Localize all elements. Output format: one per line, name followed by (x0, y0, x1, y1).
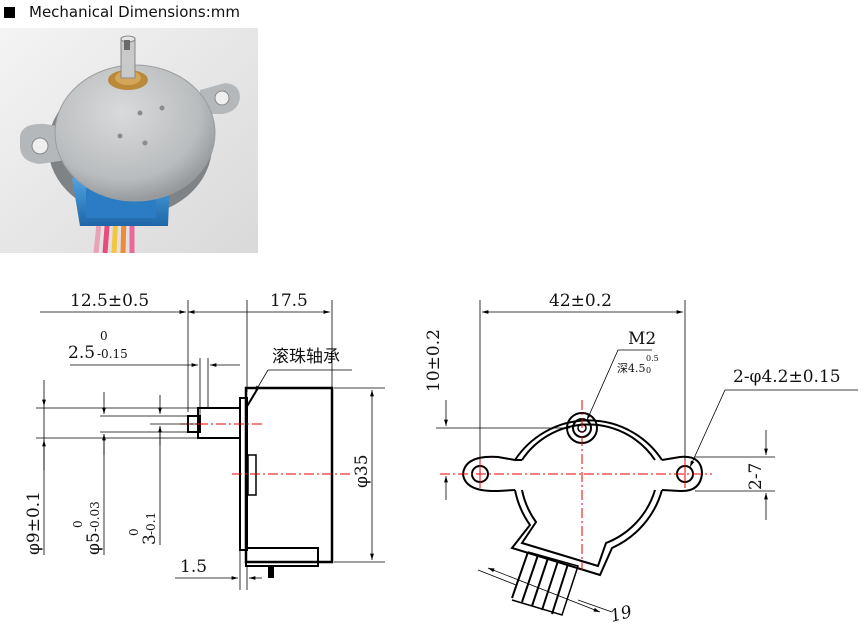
dim-phi9-label: φ9±0.1 (24, 491, 44, 555)
dim-12-5-label: 12.5±0.5 (70, 291, 149, 311)
depth-label: 深4.5 (617, 362, 646, 375)
svg-text:0: 0 (71, 520, 85, 528)
dim-phi35-label: φ35 (352, 454, 372, 488)
front-view: 42±0.2 M2 深4.5 0.5 0 10±0.2 2-φ4.2±0.15 … (424, 291, 858, 627)
dim-2-7-label: 2-7 (746, 463, 766, 490)
svg-text:-0.03: -0.03 (88, 501, 102, 532)
svg-text:0: 0 (127, 528, 141, 536)
dim-m2-label: M2 (628, 329, 656, 349)
dim-phi5-label: φ5 (84, 532, 104, 555)
svg-text:-0.15: -0.15 (97, 347, 128, 361)
svg-text:0: 0 (646, 366, 651, 375)
bearing-label: 滚珠轴承 (272, 347, 340, 367)
svg-text:-0.1: -0.1 (144, 512, 158, 535)
dim-42-label: 42±0.2 (549, 291, 612, 311)
dim-3-label: 3 (140, 534, 160, 545)
motor-photo (0, 28, 258, 253)
dim-holes-label: 2-φ4.2±0.15 (733, 367, 841, 387)
dim-19-label: 19 (608, 602, 634, 627)
page-header: Mechanical Dimensions:mm (4, 1, 240, 23)
dim-17-5-label: 17.5 (270, 291, 308, 311)
svg-text:0.5: 0.5 (646, 354, 659, 363)
bullet-icon (4, 6, 15, 18)
side-view: 12.5±0.5 17.5 2.5 0 -0.15 滚珠轴承 φ35 (24, 291, 385, 590)
page-title: Mechanical Dimensions:mm (29, 3, 240, 21)
dim-10-label: 10±0.2 (424, 329, 444, 392)
motor-body-outline (244, 386, 334, 564)
svg-text:0: 0 (100, 329, 108, 343)
dim-2-5-label: 2.5 (68, 343, 95, 363)
dim-1-5-label: 1.5 (180, 557, 207, 577)
